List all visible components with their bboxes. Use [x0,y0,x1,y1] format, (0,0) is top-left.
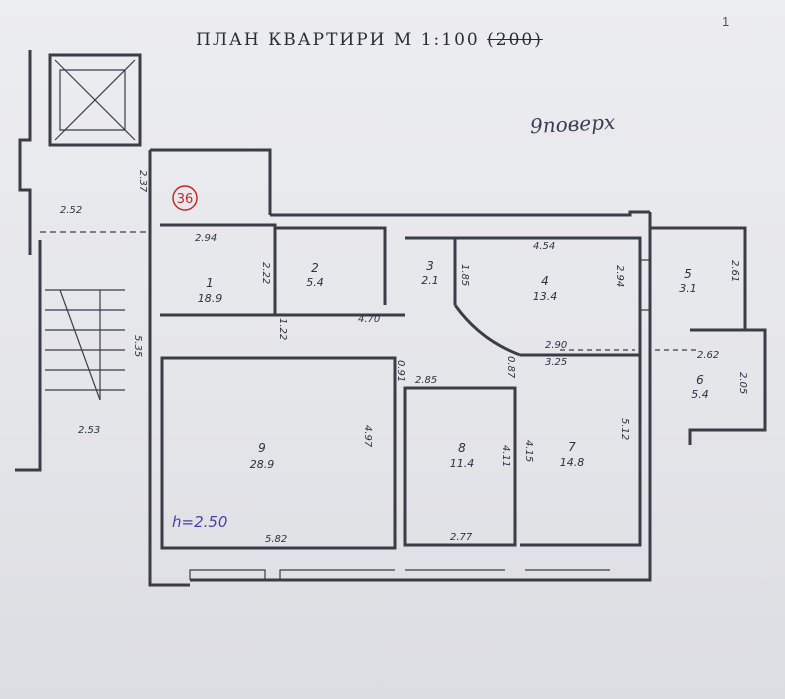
apartment-number: 36 [177,192,194,207]
room-8-number: 8 [458,441,466,455]
dim-2-37: 2.37 [137,170,148,193]
room-7-number: 7 [568,440,576,454]
room-2-number: 2 [311,261,319,275]
west-outer-wall [148,215,190,587]
room-1-number: 1 [206,276,214,290]
plan-title-main: ПЛАН КВАРТИРИ М 1:100 [196,30,480,50]
room-4-partition [455,236,642,355]
dim-0-87: 0.87 [505,356,516,379]
dim-2-22: 2.22 [260,262,271,284]
room-labels: 1 18.9 2 5.4 3 2.1 4 13.4 5 3.1 6 5.4 7 … [198,259,709,471]
room-9-area: 28.9 [250,458,275,471]
room-1-2-partition [160,223,277,315]
room-7-walls [520,353,642,547]
dim-2-85: 2.85 [415,375,437,386]
elevator-inner [59,69,126,131]
room-8-area: 11.4 [450,457,475,470]
corner-mark: 1 [722,14,730,29]
dim-4-54: 4.54 [533,241,555,252]
dim-2-05: 2.05 [737,372,748,394]
dimension-labels: 2.37 2.52 2.94 2.22 4.70 1.85 4.54 2.94 … [60,170,748,545]
entry-wall [150,148,272,215]
dim-2-94: 2.94 [195,233,217,244]
room-2-area: 5.4 [306,276,324,289]
dim-4-11: 4.11 [500,445,511,467]
dim-3-25: 3.25 [545,357,567,368]
dim-2-62: 2.62 [697,350,719,361]
dim-2-90: 2.90 [545,340,567,351]
dim-4-15: 4.15 [523,440,534,462]
stair-flight [59,289,101,401]
room-6-wall [688,328,767,445]
elevator-shaft-wall [48,53,142,147]
window-east-4 [640,259,650,311]
room-6-number: 6 [696,373,704,387]
stair-steps [45,289,125,391]
room-5-area: 3.1 [679,282,697,295]
dim-2-94b: 2.94 [614,265,625,287]
room-2-partition [275,226,387,305]
walls [15,50,767,587]
dim-1-85: 1.85 [459,264,470,286]
plan-title: ПЛАН КВАРТИРИ М 1:100 (200) [196,30,543,50]
stair-left-wall [15,240,42,472]
apartment-number-circle [172,185,198,211]
ceiling-height: h=2.50 [172,513,227,531]
room-1-area: 18.9 [198,292,223,305]
room-3-area: 2.1 [421,274,439,287]
elevator-cross [54,59,136,141]
room-5-number: 5 [684,267,692,281]
corridor-curve [453,304,521,357]
dim-0-91: 0.91 [395,360,406,382]
north-outer-wall [270,210,650,217]
dim-5-35: 5.35 [132,335,143,357]
plan-title-struck-scale: (200) [487,30,543,50]
dim-2-53: 2.53 [78,425,100,436]
room-8-walls [403,386,517,547]
room-9-number: 9 [258,441,266,455]
room-3-number: 3 [426,259,434,273]
details [40,59,700,580]
room-7-area: 14.8 [560,456,585,469]
room-4-area: 13.4 [533,290,558,303]
room-6-area: 5.4 [691,388,709,401]
dim-2-61: 2.61 [729,260,740,282]
dim-4-70: 4.70 [358,314,380,325]
room-4-number: 4 [541,274,549,288]
dim-1-22: 1.22 [277,318,288,340]
dim-5-12: 5.12 [619,418,630,440]
dim-2-77: 2.77 [450,532,473,543]
dim-5-82: 5.82 [265,534,287,545]
dim-2-52: 2.52 [60,205,82,216]
window-south-9 [189,569,395,580]
dim-4-97: 4.97 [362,425,373,448]
stair-outer-wall [18,50,32,255]
balcony-5-wall [650,226,747,330]
room-9-walls [160,356,397,550]
